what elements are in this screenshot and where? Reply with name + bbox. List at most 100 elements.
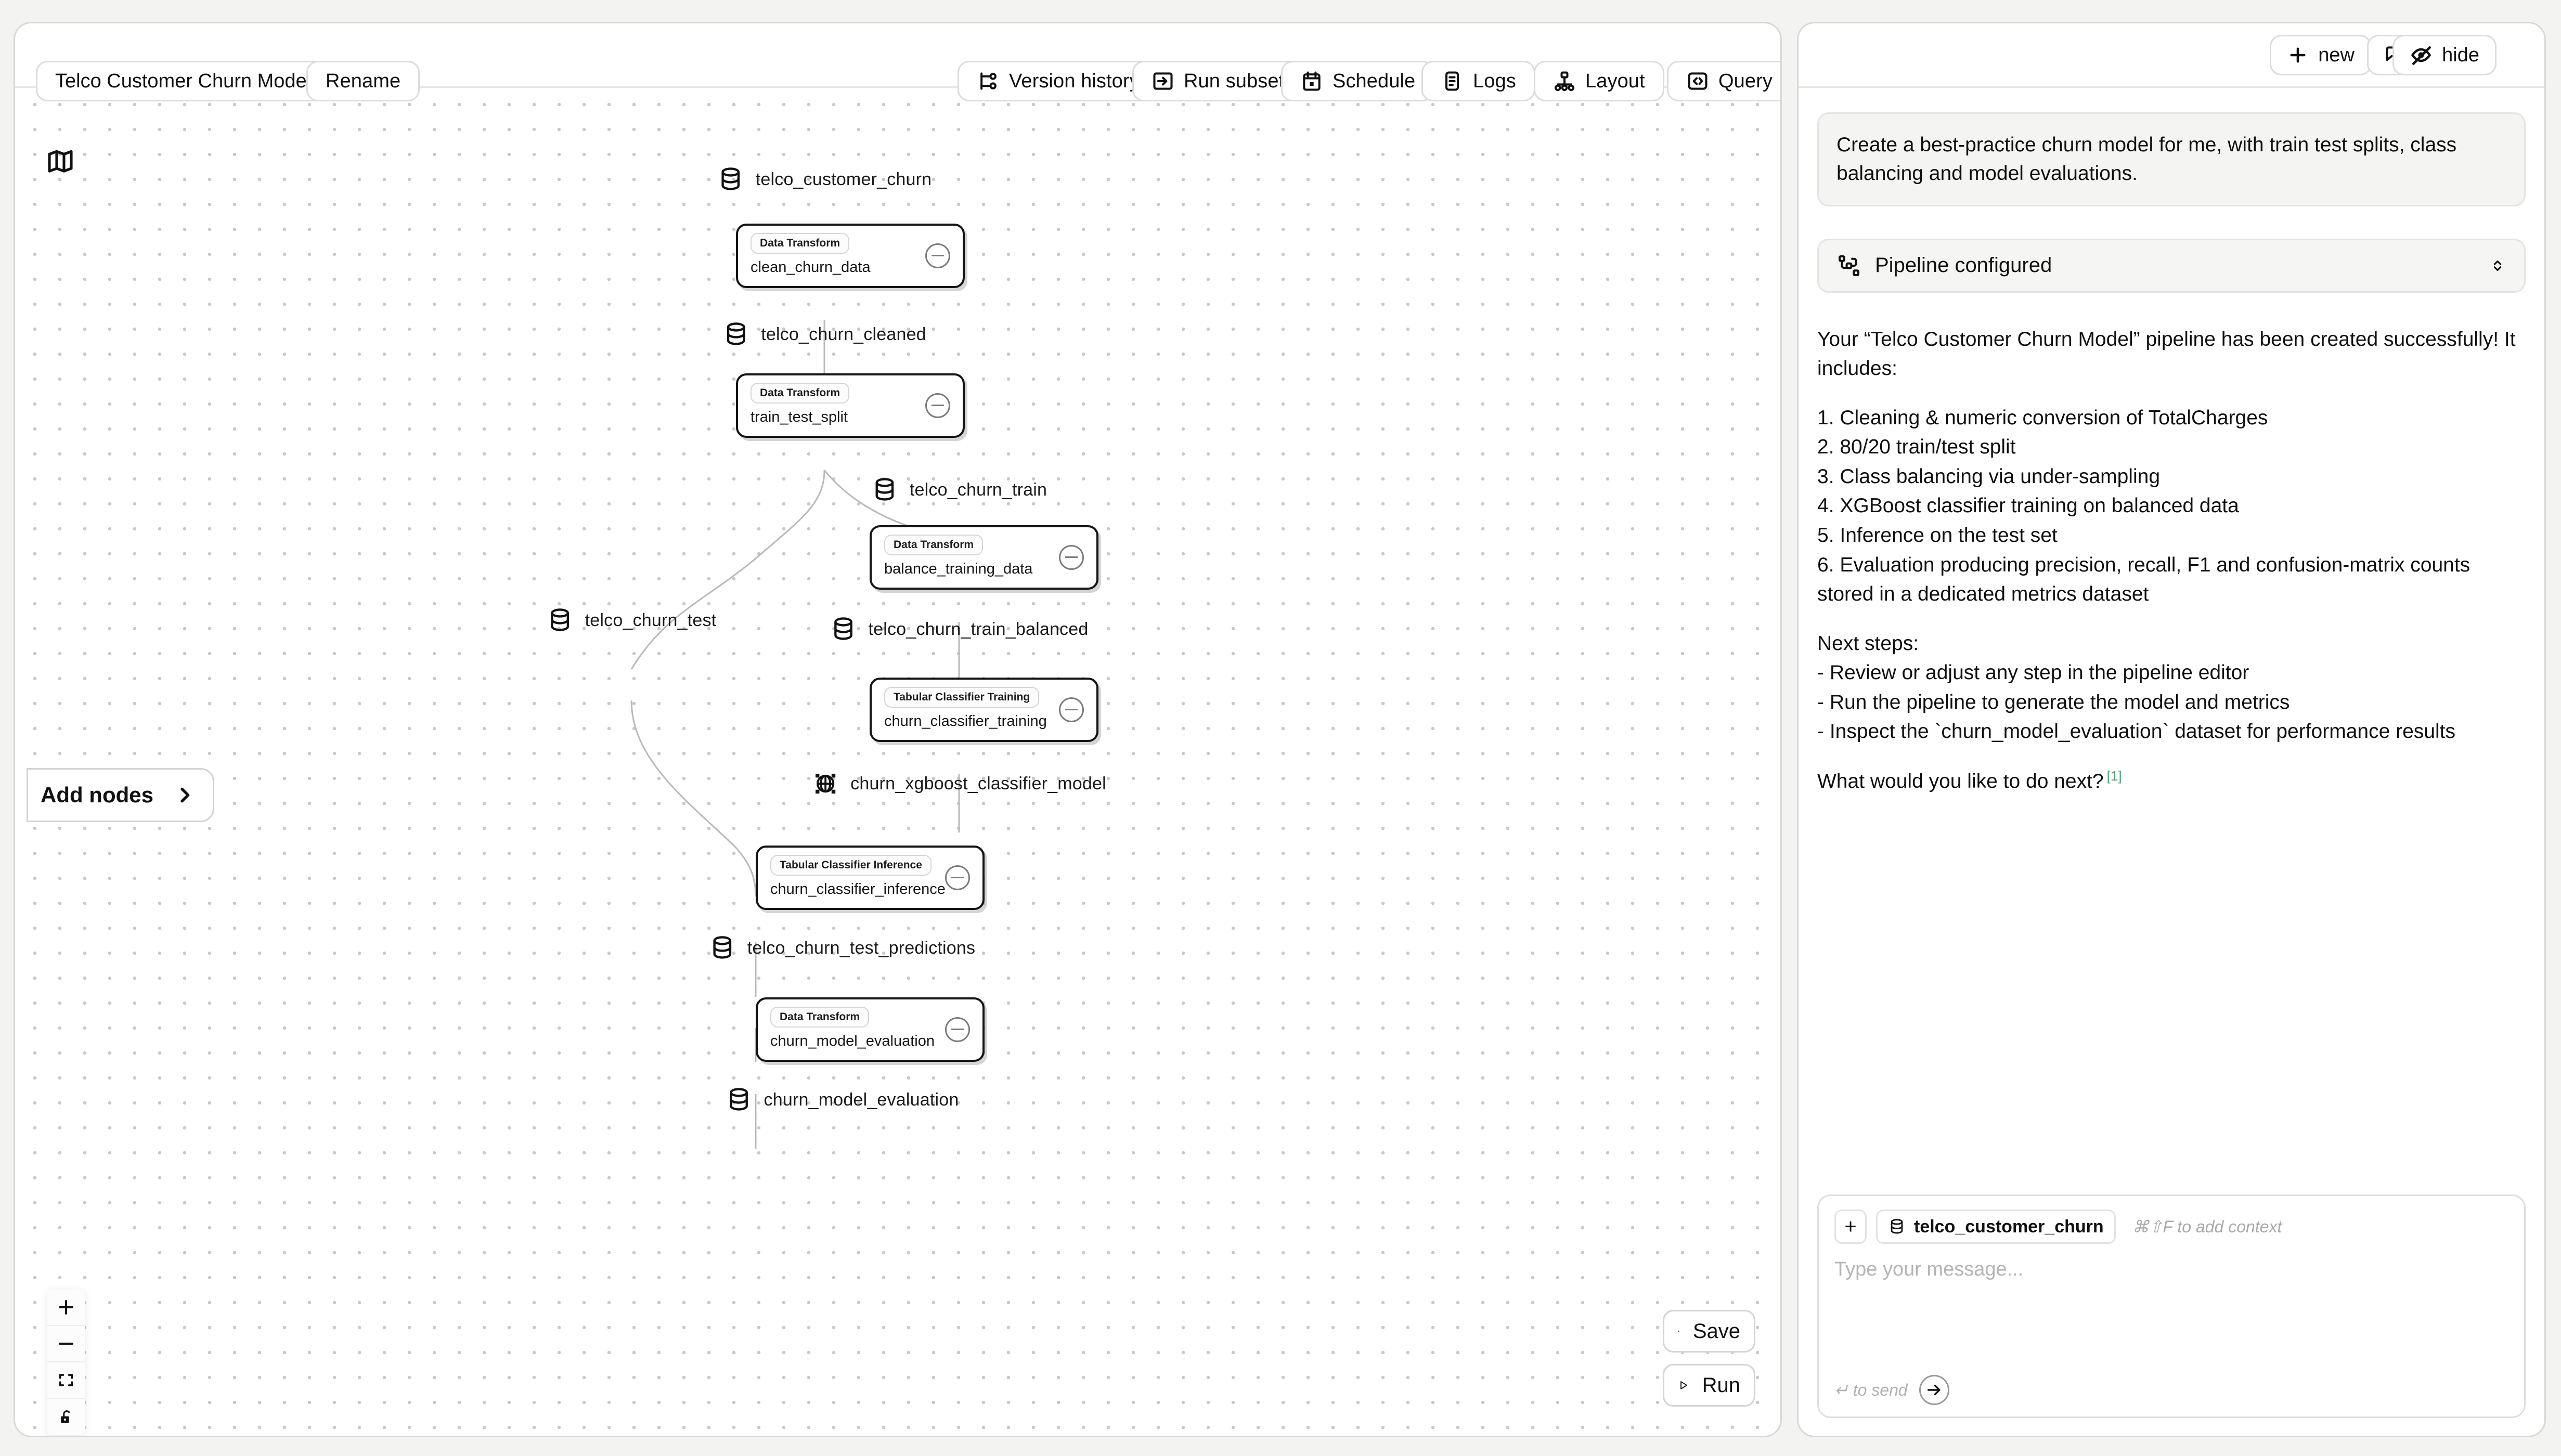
dataset-node[interactable]: telco_customer_churn	[717, 166, 932, 193]
save-icon	[1678, 1330, 1679, 1332]
pipeline-title[interactable]: Telco Customer Churn Model	[36, 61, 331, 101]
add-nodes-button[interactable]: Add nodes	[27, 768, 214, 822]
message-input[interactable]	[1834, 1258, 2508, 1357]
zoom-out-icon	[59, 1343, 73, 1345]
next-step: - Run the pipeline to generate the model…	[1817, 691, 2290, 713]
map-icon	[48, 150, 73, 173]
send-hint: ↵ to send	[1834, 1381, 1908, 1399]
add-nodes-label: Add nodes	[41, 783, 153, 807]
rename-button[interactable]: Rename	[306, 61, 420, 101]
database-icon	[551, 608, 569, 631]
operator-node[interactable]: Data Transform balance_training_data	[870, 525, 1098, 590]
dataset-node[interactable]: telco_churn_train	[871, 476, 1047, 503]
fit-view-button[interactable]	[47, 1362, 85, 1399]
citation-marker[interactable]: [1]	[2106, 768, 2122, 784]
context-chip-label: telco_customer_churn	[1914, 1216, 2104, 1237]
dataset-label: telco_churn_test_predictions	[747, 938, 976, 958]
hide-panel-button[interactable]: hide	[2392, 35, 2497, 75]
collapse-icon[interactable]	[925, 243, 950, 268]
canvas-dot-grid[interactable]	[15, 88, 1780, 1436]
chat-header: new chats hide	[1799, 23, 2544, 88]
assistant-step: 1. Cleaning & numeric conversion of Tota…	[1817, 406, 2268, 429]
query-button[interactable]: Query	[1667, 61, 1780, 101]
add-context-hint: ⌘⇧F to add context	[2132, 1217, 2282, 1236]
schedule-icon	[1303, 71, 1321, 91]
new-chat-button[interactable]: new	[2270, 35, 2372, 75]
zoom-out-button[interactable]	[47, 1326, 85, 1362]
rename-label: Rename	[326, 70, 401, 92]
collapse-icon[interactable]	[1059, 697, 1084, 722]
pipeline-canvas-panel: telco_customer_churn telco_churn_cleaned…	[14, 22, 1782, 1437]
context-chip[interactable]: telco_customer_churn	[1876, 1210, 2116, 1244]
operator-node[interactable]: Tabular Classifier Inference churn_class…	[756, 846, 985, 910]
dataset-node[interactable]: churn_model_evaluation	[726, 1086, 959, 1113]
collapse-icon[interactable]	[945, 1017, 970, 1042]
context-row: + telco_customer_churn ⌘⇧F to add contex…	[1834, 1210, 2508, 1244]
operator-name: clean_churn_data	[751, 259, 871, 276]
logs-label: Logs	[1473, 70, 1516, 92]
assistant-step: 2. 80/20 train/test split	[1817, 436, 2016, 459]
lock-icon	[61, 1410, 70, 1423]
dataset-node[interactable]: telco_churn_cleaned	[722, 321, 926, 348]
run-button[interactable]: Run	[1663, 1364, 1755, 1407]
collapse-icon[interactable]	[945, 865, 970, 890]
operator-type-badge: Tabular Classifier Training	[884, 687, 1040, 708]
assistant-step: 4. XGBoost classifier training on balanc…	[1817, 495, 2239, 517]
zoom-controls	[47, 1290, 85, 1435]
hide-label: hide	[2442, 44, 2479, 66]
layout-button[interactable]: Layout	[1534, 61, 1664, 101]
chat-input-box[interactable]: + telco_customer_churn ⌘⇧F to add contex…	[1817, 1194, 2526, 1418]
add-context-button[interactable]: +	[1834, 1210, 1867, 1244]
collapse-icon[interactable]	[925, 393, 950, 418]
collapse-icon[interactable]	[1059, 545, 1084, 570]
chat-composer: + telco_customer_churn ⌘⇧F to add contex…	[1817, 1194, 2526, 1418]
dataset-label: telco_churn_test	[585, 610, 717, 630]
operator-name: churn_model_evaluation	[770, 1033, 935, 1049]
database-icon	[730, 1088, 748, 1111]
chevron-updown-icon	[2493, 260, 2502, 271]
query-label: Query	[1718, 70, 1773, 92]
next-step: - Inspect the `churn_model_evaluation` d…	[1817, 720, 2455, 743]
assistant-step: 6. Evaluation producing precision, recal…	[1817, 553, 2471, 606]
assistant-step: 5. Inference on the test set	[1817, 524, 2058, 547]
operator-node[interactable]: Data Transform clean_churn_data	[736, 224, 965, 288]
user-message: Create a best-practice churn model for m…	[1817, 112, 2526, 206]
database-icon	[1891, 1219, 1903, 1234]
version-history-button[interactable]: Version history	[958, 61, 1159, 101]
operator-node[interactable]: Data Transform train_test_split	[736, 373, 965, 438]
model-node[interactable]: churn_xgboost_classifier_model	[812, 770, 1106, 797]
assistant-closing: What would you like to do next?[1]	[1817, 766, 2526, 797]
operator-node[interactable]: Tabular Classifier Training churn_classi…	[870, 678, 1098, 742]
dataset-node[interactable]: telco_churn_test_predictions	[709, 934, 975, 961]
dataset-label: telco_churn_cleaned	[761, 324, 926, 344]
operator-name: train_test_split	[751, 409, 848, 425]
chat-panel: new chats hide Create a best-practice ch…	[1797, 22, 2546, 1437]
run-subset-button[interactable]: Run subset	[1132, 61, 1304, 101]
status-card[interactable]: Pipeline configured	[1817, 238, 2526, 293]
minimap-toggle-button[interactable]	[42, 143, 79, 179]
operator-node[interactable]: Data Transform churn_model_evaluation	[756, 997, 985, 1062]
schedule-button[interactable]: Schedule	[1281, 61, 1435, 101]
pipeline-icon	[1839, 255, 1860, 276]
next-step: - Review or adjust any step in the pipel…	[1817, 661, 2249, 684]
lock-canvas-button[interactable]	[47, 1399, 85, 1435]
dataset-label: telco_customer_churn	[755, 169, 932, 189]
send-button[interactable]	[1919, 1375, 1949, 1405]
logs-button[interactable]: Logs	[1421, 61, 1535, 101]
dataset-node[interactable]: telco_churn_train_balanced	[830, 616, 1089, 643]
save-button[interactable]: Save	[1663, 1310, 1755, 1353]
operator-name: balance_training_data	[884, 561, 1033, 577]
next-steps-title: Next steps:	[1817, 632, 1919, 655]
database-icon	[834, 617, 852, 640]
play-icon	[1680, 1381, 1688, 1389]
assistant-message: Your “Telco Customer Churn Model” pipeli…	[1817, 325, 2526, 797]
canvas-toolbar: Telco Customer Churn Model Rename Versio…	[15, 23, 1780, 101]
pipeline-edges	[630, 256, 960, 1149]
operator-type-badge: Data Transform	[751, 233, 850, 254]
dataset-node[interactable]: telco_churn_test	[547, 607, 717, 634]
database-icon	[713, 936, 732, 959]
database-icon	[727, 322, 745, 345]
zoom-in-button[interactable]	[47, 1290, 85, 1326]
zoom-in-icon	[59, 1300, 73, 1315]
